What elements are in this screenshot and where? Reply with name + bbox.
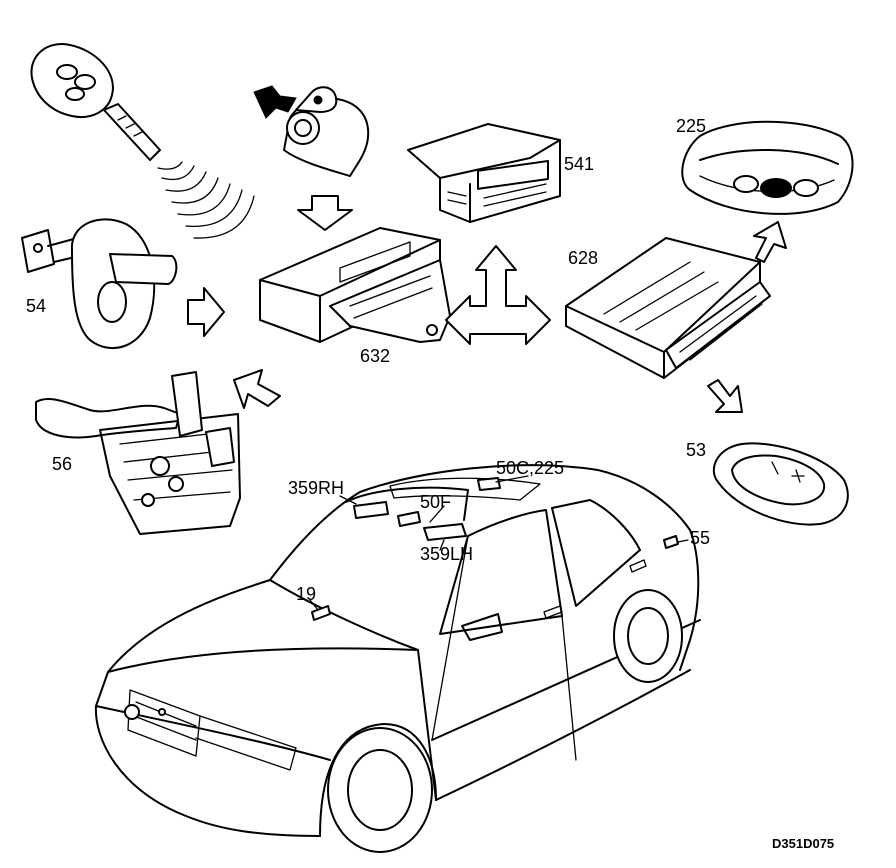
control-unit-632	[259, 227, 451, 343]
door-switch-54	[21, 218, 178, 349]
label-628: 628	[568, 248, 598, 268]
label-55: 55	[690, 528, 710, 548]
lock-mechanism-56	[35, 371, 241, 535]
display-unit-541	[407, 123, 561, 223]
label-541: 541	[564, 154, 594, 174]
label-19: 19	[296, 584, 316, 604]
flow-arrows	[187, 195, 787, 413]
arrow-upright-from-56	[233, 369, 281, 409]
arrow-to-53	[707, 379, 743, 413]
interior-light-225	[681, 120, 854, 215]
remote-key-fob	[30, 43, 161, 161]
label-54: 54	[26, 296, 46, 316]
label-359lh: 359LH	[420, 544, 473, 564]
label-50f: 50F	[420, 492, 451, 512]
label-50c-225: 50C,225	[496, 458, 564, 478]
label-53: 53	[686, 440, 706, 460]
label-56: 56	[52, 454, 72, 474]
radio-signal-waves	[157, 161, 255, 239]
car-illustration	[94, 464, 701, 853]
ignition-switch	[253, 85, 370, 177]
label-225: 225	[676, 116, 706, 136]
arrow-junction	[445, 245, 551, 345]
label-632: 632	[360, 346, 390, 366]
part-labels: 54 56 632 541 225 628 53 55 359RH 50F 50…	[26, 116, 834, 851]
control-unit-628	[565, 237, 771, 379]
switch-53	[713, 442, 849, 526]
drawing-id: D351D075	[772, 836, 834, 851]
arrow-right-from-54	[187, 287, 225, 337]
arrow-to-225	[753, 221, 787, 263]
arrow-down-to-632	[297, 195, 353, 231]
label-359rh: 359RH	[288, 478, 344, 498]
